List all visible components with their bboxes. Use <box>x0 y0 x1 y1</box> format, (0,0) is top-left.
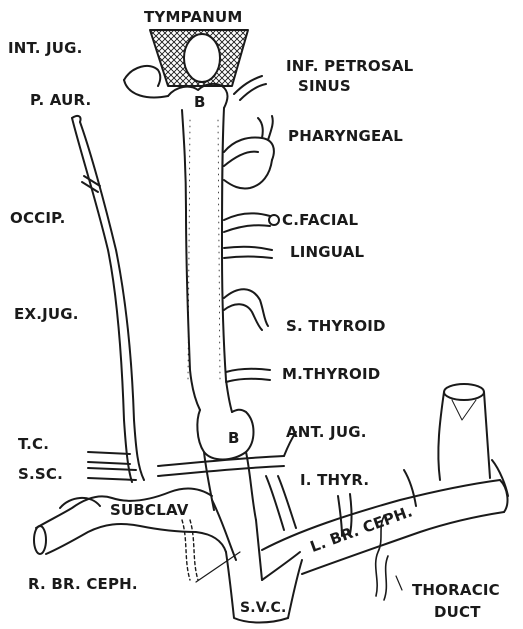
label-r-br-ceph: R. BR. CEPH. <box>28 576 138 592</box>
lingual-vein <box>224 247 272 258</box>
leader-thoracic <box>396 576 402 590</box>
label-bulb-upper: B <box>194 94 206 110</box>
internal-jugular-vein <box>124 66 256 520</box>
label-i-thyr: I. THYR. <box>300 472 369 488</box>
label-int-jug: INT. JUG. <box>8 40 83 56</box>
label-s-sc: S.SC. <box>18 466 63 482</box>
label-ant-jug: ANT. JUG. <box>286 424 367 440</box>
suprascapular-vein <box>88 468 136 480</box>
label-lingual: LINGUAL <box>290 244 364 260</box>
label-sinus: SINUS <box>298 78 351 94</box>
leader-r-br-ceph <box>196 552 240 582</box>
superior-thyroid-vein <box>224 289 268 330</box>
inferior-petrosal-sinus <box>234 76 266 100</box>
label-pharyngeal: PHARYNGEAL <box>288 128 403 144</box>
label-duct: DUCT <box>434 604 481 620</box>
external-jugular-vein <box>72 116 144 482</box>
label-ex-jug: EX.JUG. <box>14 306 79 322</box>
label-tympanum: TYMPANUM <box>144 9 243 25</box>
inferior-thyroid-vein <box>266 476 296 530</box>
thoracic-duct-left <box>190 520 198 580</box>
common-facial-vein <box>224 213 270 232</box>
label-occip: OCCIP. <box>10 210 66 226</box>
middle-thyroid-vein <box>226 369 270 382</box>
label-svc: S.V.C. <box>240 600 287 616</box>
tympanum-block <box>150 30 248 86</box>
label-subclav: SUBCLAV <box>110 502 189 518</box>
label-thoracic: THORACIC <box>412 582 500 598</box>
left-internal-jugular-stub <box>438 384 490 480</box>
label-c-facial: C.FACIAL <box>282 212 358 228</box>
transverse-cervical-vein <box>88 452 130 464</box>
label-m-thyroid: M.THYROID <box>282 366 380 382</box>
label-inf-petrosal: INF. PETROSAL <box>286 58 413 74</box>
subclavian-vein <box>34 489 226 554</box>
label-p-aur: P. AUR. <box>30 92 91 108</box>
label-bulb-lower: B <box>228 430 240 446</box>
label-t-c: T.C. <box>18 436 49 452</box>
pharyngeal-veins <box>224 116 274 189</box>
left-subclavian-stub <box>404 460 508 506</box>
label-s-thyroid: S. THYROID <box>286 318 386 334</box>
